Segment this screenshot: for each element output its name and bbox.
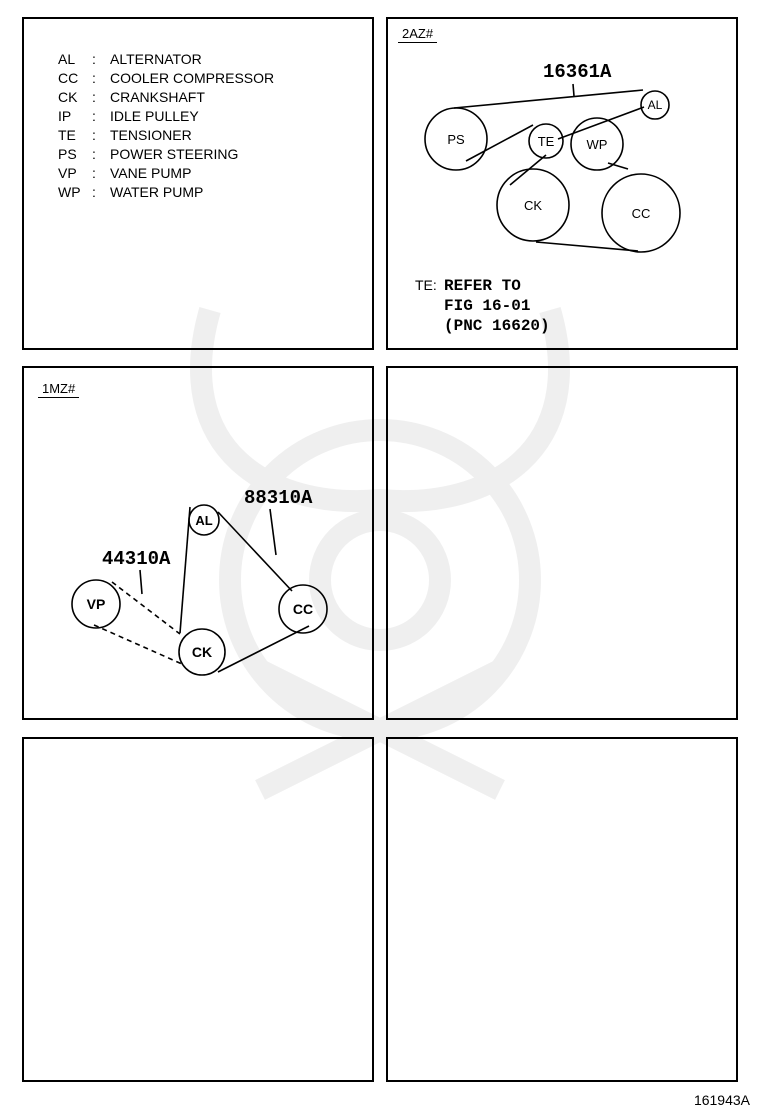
note-line: (PNC 16620) — [444, 317, 550, 335]
legend-name: VANE PUMP — [110, 165, 192, 181]
note-prefix: TE: — [415, 277, 437, 293]
belt-segment — [217, 511, 293, 592]
part-leader-line — [572, 83, 575, 97]
legend-name: POWER STEERING — [110, 146, 239, 162]
legend-colon: : — [92, 51, 96, 67]
pulley-label: PS — [447, 132, 465, 147]
cooler-compressor-pulley — [278, 584, 328, 634]
vane-pump-pulley — [71, 579, 121, 629]
belt-segment — [535, 241, 639, 252]
legend-code: WP — [58, 184, 81, 200]
note-line: FIG 16-01 — [444, 297, 530, 315]
legend-name: IDLE PULLEY — [110, 108, 199, 124]
legend-code: IP — [58, 108, 72, 124]
vane-belt-segment — [93, 624, 183, 665]
legend-colon: : — [92, 89, 96, 105]
belt-diagram-1mz: AL VP CK CC 88310A 44310A — [71, 487, 328, 676]
pulley-label: CC — [632, 206, 651, 221]
belt-segment — [607, 162, 629, 170]
legend-name: CRANKSHAFT — [110, 89, 205, 105]
empty-panel — [22, 737, 374, 1082]
engine-1mz-panel: 1MZ# AL VP CK CC 88310A 44310A — [22, 366, 374, 720]
legend-code: CC — [58, 70, 79, 86]
vane-belt-part-number: 44310A — [102, 548, 171, 570]
belt-segment — [453, 89, 644, 109]
alternator-pulley — [640, 90, 670, 120]
legend-code: AL — [58, 51, 76, 67]
belt-segment — [217, 625, 310, 673]
part-leader-line — [269, 508, 277, 556]
legend-colon: : — [92, 165, 96, 181]
pulley-label: AL — [648, 98, 663, 112]
vane-belt-segment — [111, 581, 181, 635]
legend-code: TE — [58, 127, 76, 143]
belt-part-number: 16361A — [543, 61, 612, 83]
legend-name: ALTERNATOR — [110, 51, 202, 67]
power-steering-pulley — [424, 107, 488, 171]
legend-panel: AL : ALTERNATOR CC : COOLER COMPRESSOR C… — [22, 17, 374, 350]
legend-name: COOLER COMPRESSOR — [110, 70, 275, 86]
water-pump-pulley — [570, 117, 624, 171]
pulley-label: CC — [293, 601, 313, 617]
legend-code: PS — [58, 146, 77, 162]
alternator-pulley — [188, 504, 220, 536]
pulley-label: AL — [195, 513, 212, 528]
pulley-label: CK — [192, 644, 212, 660]
legend-colon: : — [92, 184, 96, 200]
legend-code: VP — [58, 165, 77, 181]
legend-colon: : — [92, 70, 96, 86]
tensioner-pulley — [528, 123, 564, 159]
belt-segment — [465, 124, 534, 162]
empty-panel — [386, 366, 738, 720]
legend-name: TENSIONER — [110, 127, 192, 143]
pulley-label: WP — [587, 137, 608, 152]
cooler-compressor-pulley — [601, 173, 681, 253]
engine-2az-panel: 2AZ# PS TE WP AL CK CC 16 — [386, 17, 738, 350]
engine-tag: 2AZ# — [398, 27, 438, 43]
legend-colon: : — [92, 108, 96, 124]
note-line: REFER TO — [444, 277, 521, 295]
legend-code: CK — [58, 89, 78, 105]
figure-number: 161943A — [693, 1092, 750, 1108]
part-leader-line — [139, 569, 143, 595]
crankshaft-pulley — [496, 168, 570, 242]
pulley-label: VP — [87, 596, 106, 612]
belt-segment — [179, 506, 191, 634]
main-belt-part-number: 88310A — [244, 487, 313, 509]
belt-diagram-2az: PS TE WP AL CK CC 16361A TE: REFER TO FI… — [415, 61, 681, 335]
legend-name: WATER PUMP — [110, 184, 204, 200]
legend-colon: : — [92, 146, 96, 162]
empty-panel — [386, 737, 738, 1082]
pulley-label: TE — [538, 134, 555, 149]
crankshaft-pulley — [178, 628, 226, 676]
belt-segment — [557, 106, 645, 140]
pulley-label: CK — [524, 198, 542, 213]
legend-colon: : — [92, 127, 96, 143]
engine-tag: 1MZ# — [38, 382, 80, 398]
